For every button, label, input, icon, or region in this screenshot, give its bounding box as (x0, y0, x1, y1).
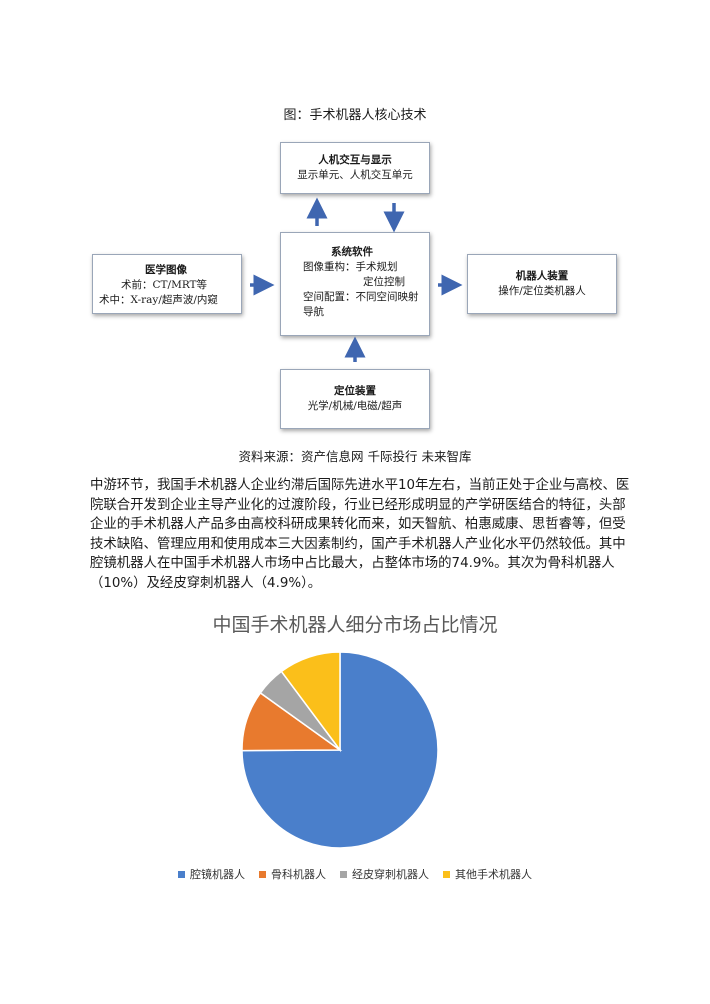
pie-slice (280, 651, 341, 753)
hmi-display-text: 显示单元、人机交互单元 (297, 169, 413, 181)
legend-item: 腔镜机器人 (178, 866, 245, 882)
figure-source: 资料来源：资产信息网 千际投行 未来智库 (238, 449, 472, 464)
figure-caption: 图：手术机器人核心技术 (283, 108, 427, 123)
hmi-display-box: 人机交互与显示 显示单元、人机交互单元 (280, 142, 430, 194)
system-software-line-4: 导航 (303, 306, 324, 318)
medical-image-box: 医学图像 术前：CT/MRT等 术中：X-ray/超声波/内窥 (92, 254, 242, 314)
paragraph-line: 中游环节，我国手术机器人企业约滞后国际先进水平10年左右，当前正处于企业与高校、… (90, 478, 630, 493)
medical-image-title: 医学图像 (145, 264, 187, 276)
positioning-device-text: 光学/机械/电磁/超声 (307, 400, 403, 412)
legend-label: 腔镜机器人 (190, 868, 245, 881)
medical-image-line-1: 术前：CT/MRT等 (121, 279, 208, 291)
legend-label: 其他手术机器人 (455, 868, 532, 881)
positioning-device-box: 定位装置 光学/机械/电磁/超声 (280, 369, 430, 429)
robot-device-text: 操作/定位类机器人 (498, 285, 586, 297)
legend-item: 骨科机器人 (259, 866, 326, 882)
hmi-display-title: 人机交互与显示 (318, 154, 392, 166)
paragraph-line: （10%）及经皮穿刺机器人（4.9%）。 (90, 575, 322, 591)
positioning-device-title: 定位装置 (334, 385, 376, 397)
robot-device-box: 机器人装置 操作/定位类机器人 (467, 254, 617, 314)
legend-swatch (340, 870, 347, 878)
body-paragraph: 中游环节，我国手术机器人企业约滞后国际先进水平10年左右，当前正处于企业与高校、… (90, 476, 642, 593)
system-software-line-3: 空间配置：不同空间映射 (303, 291, 419, 303)
legend-swatch (443, 870, 450, 878)
legend-swatch (259, 870, 266, 878)
robot-device-title: 机器人装置 (515, 270, 569, 282)
system-software-line-2: 定位控制 (363, 276, 405, 288)
legend-label: 骨科机器人 (271, 868, 326, 881)
paragraph-line: 腔镜机器人在中国手术机器人市场中占比最大，占整体市场的74.9%。其次为骨科机器… (90, 556, 615, 571)
system-software-title: 系统软件 (331, 246, 373, 258)
paragraph-line: 院联合开发到企业主导产业化的过渡阶段，行业已经形成明显的产学研医结合的特征，头部 (90, 497, 626, 513)
medical-image-line-2: 术中：X-ray/超声波/内窥 (99, 294, 218, 306)
chart-title: 中国手术机器人细分市场占比情况 (212, 614, 498, 636)
system-software-box: 系统软件 图像重构：手术规划 定位控制 空间配置：不同空间映射 导航 (280, 232, 430, 336)
system-software-line-1: 图像重构：手术规划 (303, 261, 398, 273)
paragraph-line: 企业的手术机器人产品多由高校科研成果转化而来，如天智航、柏惠威康、思哲睿等，但受 (90, 517, 626, 532)
legend-item: 其他手术机器人 (443, 866, 532, 882)
legend-label: 经皮穿刺机器人 (352, 868, 429, 881)
chart-legend: 腔镜机器人 骨科机器人 经皮穿刺机器人 其他手术机器人 (0, 866, 710, 882)
paragraph-line: 技术缺陷、管理应用和使用成本三大因素制约，国产手术机器人产业化水平仍然较低。其中 (90, 536, 626, 552)
legend-item: 经皮穿刺机器人 (340, 866, 429, 882)
legend-swatch (178, 870, 185, 878)
flow-arrows (250, 197, 463, 362)
pie-slice (241, 651, 439, 849)
